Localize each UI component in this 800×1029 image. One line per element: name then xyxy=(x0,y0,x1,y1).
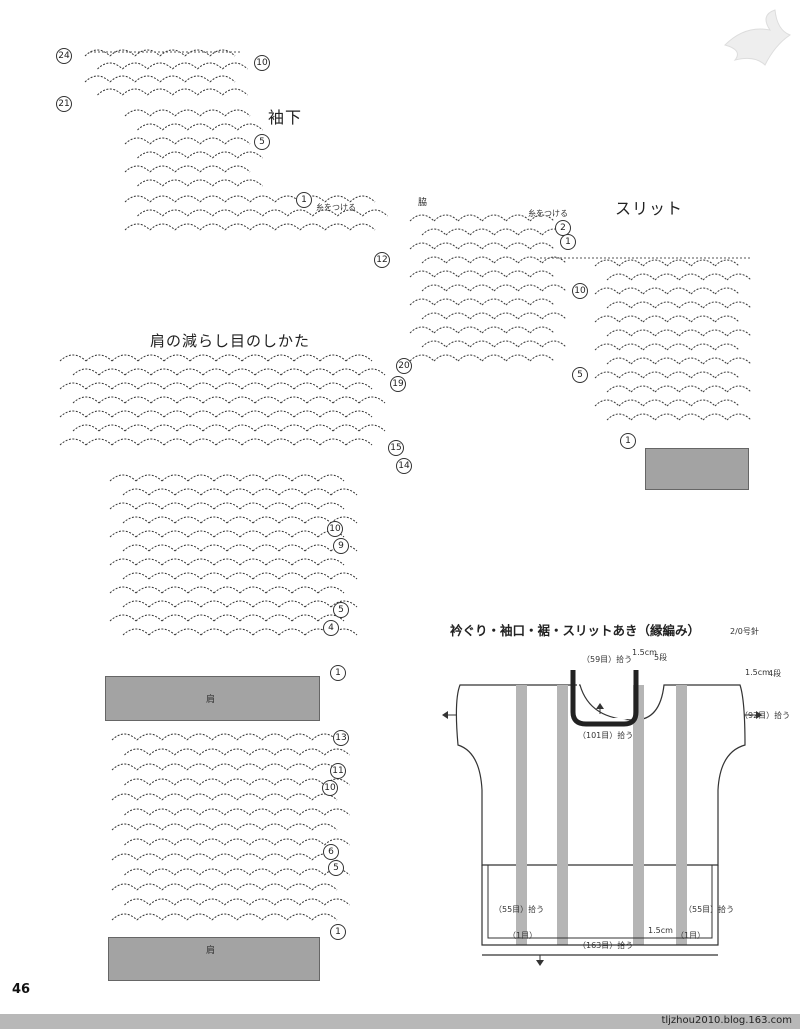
neck-rows: 5段 xyxy=(654,653,668,662)
cuff-depth: 1.5cm xyxy=(745,668,770,677)
row-marker: 1 xyxy=(620,433,636,449)
hem-pick: （163目）拾う xyxy=(578,941,634,950)
row-marker: 19 xyxy=(390,376,406,392)
row-marker: 12 xyxy=(374,252,390,268)
slit-pick-right: （55目）拾う xyxy=(684,905,735,914)
row-marker: 1 xyxy=(330,924,346,940)
row-marker: 5 xyxy=(572,367,588,383)
neck-depth: 1.5cm xyxy=(632,648,657,657)
cuff-rows: 4段 xyxy=(768,669,782,678)
hem-corner-right: （1目） xyxy=(676,931,706,940)
row-marker: 14 xyxy=(396,458,412,474)
row-marker: 1 xyxy=(296,192,312,208)
row-marker: 5 xyxy=(254,134,270,150)
thread-attach-note: 糸をつける xyxy=(316,203,356,212)
sleeve-under-label: 袖下 xyxy=(268,108,303,127)
hook-size: 2/0号針 xyxy=(730,627,759,636)
footer-strip xyxy=(0,1014,800,1029)
row-marker: 10 xyxy=(322,780,338,796)
row-marker: 1 xyxy=(330,665,346,681)
side-seam-label: 脇 xyxy=(418,198,428,208)
garment-schematic xyxy=(442,670,762,966)
lower-chart xyxy=(111,733,350,921)
row-marker: 1 xyxy=(560,234,576,250)
neck-pick-top: （59目）拾う xyxy=(582,655,633,664)
hem-depth: 1.5cm xyxy=(648,926,673,935)
shoulder-chart xyxy=(59,354,386,636)
slit-label: スリット xyxy=(615,199,684,218)
row-marker: 4 xyxy=(323,620,339,636)
neck-pick-bottom: （101目）拾う xyxy=(578,731,634,740)
footer-url: tljzhou2010.blog.163.com xyxy=(661,1015,792,1026)
page-number: 46 xyxy=(12,982,31,997)
sleeve-chart xyxy=(84,49,388,231)
shoulder-band-lower xyxy=(108,937,320,981)
row-marker: 9 xyxy=(333,538,349,554)
cuff-pick: （92目）拾う xyxy=(740,711,791,720)
ribbing-band xyxy=(645,448,749,490)
row-marker: 24 xyxy=(56,48,72,64)
edging-title: 衿ぐり・袖口・裾・スリットあき（縁編み） xyxy=(450,623,701,638)
slit-chart xyxy=(409,214,752,421)
row-marker: 5 xyxy=(328,860,344,876)
row-marker: 10 xyxy=(572,283,588,299)
thread-attach-note-2: 糸をつける xyxy=(528,209,568,218)
row-marker: 11 xyxy=(330,763,346,779)
dove-logo xyxy=(724,9,792,66)
row-marker: 10 xyxy=(327,521,343,537)
row-marker: 10 xyxy=(254,55,270,71)
row-marker: 15 xyxy=(388,440,404,456)
row-marker: 21 xyxy=(56,96,72,112)
row-marker: 5 xyxy=(333,602,349,618)
row-marker: 13 xyxy=(333,730,349,746)
hem-corner-left: （1目） xyxy=(508,931,538,940)
slit-pick-left: （55目）拾う xyxy=(494,905,545,914)
shoulder-label-upper: 肩 xyxy=(206,695,216,705)
row-marker: 6 xyxy=(323,844,339,860)
shoulder-decrease-title: 肩の減らし目のしかた xyxy=(150,332,311,350)
shoulder-label-lower: 肩 xyxy=(206,946,216,956)
row-marker: 20 xyxy=(396,358,412,374)
shoulder-band-upper xyxy=(105,676,320,721)
